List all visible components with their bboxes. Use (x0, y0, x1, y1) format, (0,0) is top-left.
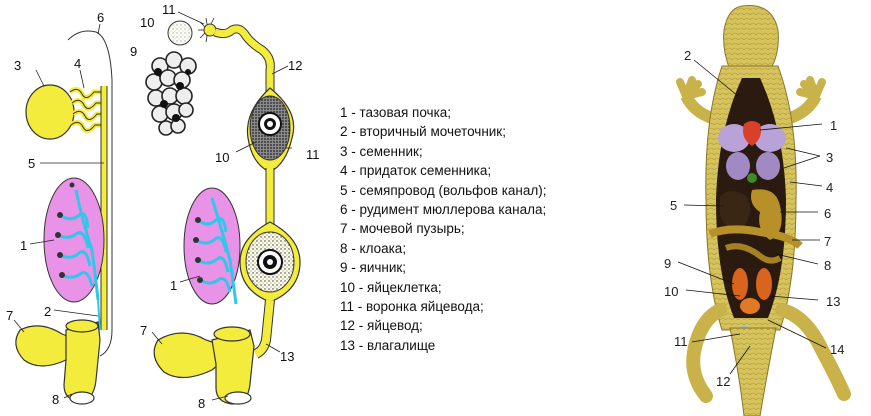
female-label-13: 13 (280, 349, 294, 364)
legend-item: 2 - вторичный мочеточник; (340, 124, 506, 140)
legend-item: 12 - яйцевод; (340, 318, 423, 334)
female-kidney (183, 187, 241, 305)
legend-list: 1 - тазовая почка; 2 - вторичный мочеточ… (340, 103, 547, 355)
kidney-channels (57, 189, 100, 301)
legend-item: 11 - воронка яйцевода; (340, 299, 484, 315)
lizard-label-7: 7 (824, 234, 831, 249)
testis (25, 84, 75, 140)
lizard-label-14: 14 (830, 342, 844, 357)
male-label-3: 3 (14, 58, 21, 73)
lizard-label-1: 1 (830, 118, 837, 133)
male-label-1: 1 (20, 238, 27, 253)
lizard-dissection: 2 1 3 4 5 6 7 8 9 10 13 11 14 12 (664, 5, 851, 416)
legend-item: 7 - мочевой пузырь; (340, 221, 465, 237)
male-label-5: 5 (28, 156, 35, 171)
legend-item: 3 - семенник; (340, 143, 423, 159)
female-label-8: 8 (198, 396, 205, 411)
female-label-10b: 10 (215, 150, 229, 165)
legend-item: 6 - рудимент мюллерова канала; (340, 202, 547, 218)
male-label-4: 4 (74, 56, 81, 71)
lizard-label-8: 8 (824, 258, 831, 273)
lizard-label-2: 2 (684, 48, 691, 63)
pelvic-kidney (43, 177, 105, 303)
lizard-label-3: 3 (826, 150, 833, 165)
legend-item: 5 - семяпровод (вольфов канал); (340, 182, 547, 198)
legend-item: 10 - яйцеклетка; (340, 279, 442, 295)
legend-item: 1 - тазовая почка; (340, 105, 452, 120)
legend-item: 9 - яичник; (340, 260, 407, 276)
lizard-label-4: 4 (826, 180, 833, 195)
oviduct (213, 24, 275, 96)
female-label-11b: 11 (306, 147, 320, 162)
female-label-12: 12 (288, 58, 302, 73)
male-label-8: 8 (52, 392, 59, 407)
female-label-7: 7 (140, 323, 147, 338)
female-label-10: 10 (140, 15, 154, 30)
male-label-2: 2 (44, 304, 51, 319)
lizard-label-13: 13 (826, 294, 840, 309)
lizard-label-9: 9 (664, 256, 671, 271)
legend-item: 8 - клоака; (340, 240, 407, 256)
epididymis (68, 86, 102, 133)
legend-item: 4 - придаток семенника; (340, 163, 492, 179)
male-diagram: 3 4 6 5 1 2 7 8 (6, 10, 113, 407)
female-label-1: 1 (170, 278, 177, 293)
female-label-9: 9 (130, 44, 137, 59)
lizard-label-12: 12 (716, 374, 730, 389)
legend-item: 13 - влагалище (340, 337, 436, 353)
male-label-6: 6 (97, 10, 104, 25)
lizard-label-5: 5 (670, 198, 677, 213)
lizard-label-10: 10 (664, 284, 678, 299)
ovary (145, 51, 197, 136)
lizard-label-6: 6 (824, 206, 831, 221)
female-diagram: 11 10 9 12 10 11 1 7 13 8 (130, 2, 320, 411)
male-label-7: 7 (6, 308, 13, 323)
bladder (15, 325, 79, 367)
female-label-11: 11 (162, 2, 176, 17)
mullerian-rudiment (67, 30, 113, 357)
cloaca (63, 321, 101, 403)
lizard-label-11: 11 (674, 334, 688, 349)
